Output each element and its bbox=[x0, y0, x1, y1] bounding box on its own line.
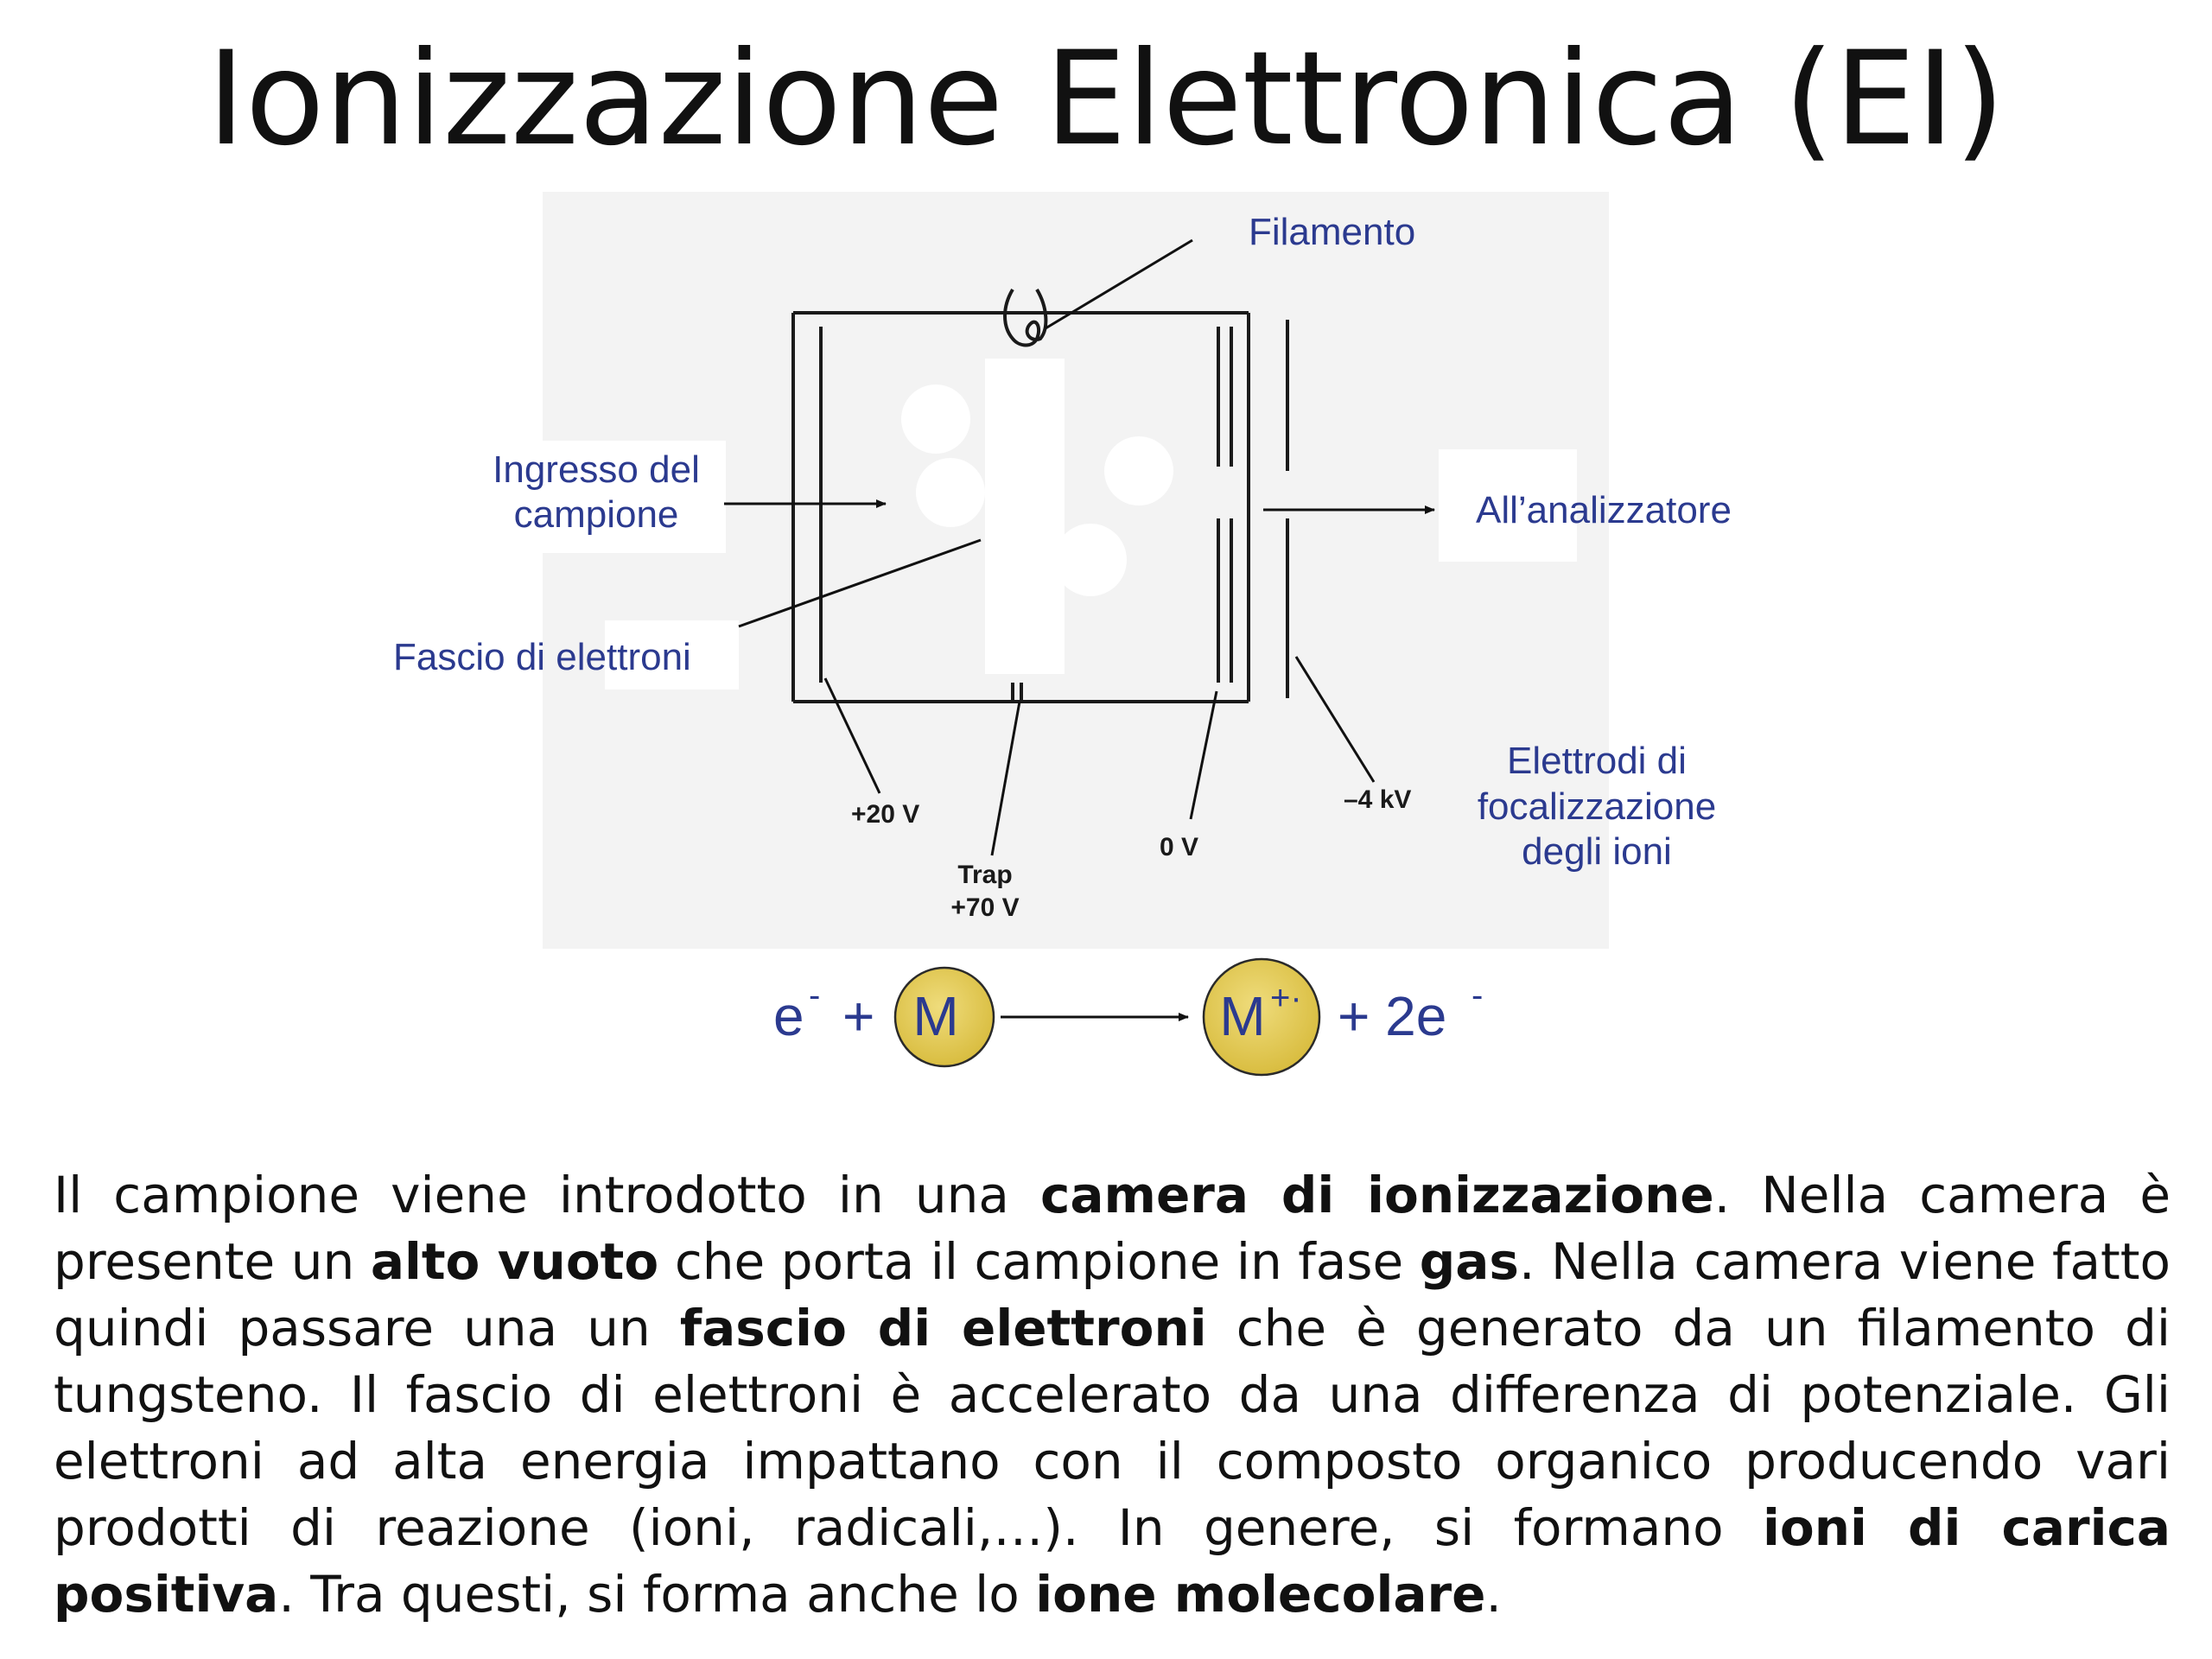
description-paragraph: Il campione viene introdotto in una came… bbox=[54, 1162, 2171, 1628]
products-electrons: + 2e bbox=[1338, 985, 1446, 1047]
ion-charge: +· bbox=[1270, 979, 1302, 1017]
label-bg-analyzer bbox=[1439, 449, 1577, 562]
text-segment: che è generato da un filamento di tungst… bbox=[54, 1299, 2171, 1557]
trap-electrode bbox=[1011, 683, 1023, 702]
bold-term-positive-ions: ioni di carica positiva bbox=[54, 1498, 2171, 1624]
filament-label: Filamento bbox=[1249, 211, 1415, 253]
ion-sphere bbox=[1202, 957, 1321, 1077]
leader-lines bbox=[738, 238, 1376, 856]
bold-term-ionization-chamber: camera di ionizzazione bbox=[1039, 1166, 1714, 1224]
bold-term-high-vacuum: alto vuoto bbox=[370, 1232, 659, 1291]
text-segment: . bbox=[1485, 1565, 1502, 1624]
filament-icon bbox=[1003, 288, 1048, 347]
ionization-equation: e - + M M +· + 2e - bbox=[773, 957, 1483, 1077]
sample-inlet-label-1: Ingresso del bbox=[493, 448, 700, 491]
molecule-sphere bbox=[893, 966, 995, 1068]
exit-plates bbox=[1217, 327, 1233, 683]
text-segment: . Nella camera viene fatto quindi passar… bbox=[54, 1232, 2171, 1357]
plus-sign: + bbox=[842, 985, 874, 1047]
bold-term-molecular-ion: ione molecolare bbox=[1035, 1565, 1486, 1624]
sample-molecules bbox=[901, 385, 1173, 596]
text-segment: Il campione viene introdotto in una bbox=[54, 1166, 1040, 1224]
bold-term-gas: gas bbox=[1419, 1232, 1519, 1291]
text-segment: . Nella camera è presente un bbox=[54, 1166, 2171, 1291]
trap-voltage-label: +70 V bbox=[950, 893, 1019, 922]
voltage-0-label: 0 V bbox=[1160, 833, 1198, 861]
slide-title: Ionizzazione Elettronica (EI) bbox=[207, 24, 2005, 175]
focus-electrodes-label-2: focalizzazione bbox=[1478, 785, 1716, 828]
molecule-symbol: M bbox=[912, 985, 958, 1047]
bold-term-electron-beam: fascio di elettroni bbox=[679, 1299, 1207, 1357]
trap-label: Trap bbox=[957, 861, 1012, 889]
electron-symbol: e bbox=[773, 985, 804, 1047]
label-bg-inlet bbox=[480, 441, 726, 553]
voltage-plus20-label: +20 V bbox=[851, 800, 919, 829]
sample-inlet-label-2: campione bbox=[514, 493, 679, 536]
electron-beam-label: Fascio di elettroni bbox=[393, 636, 691, 678]
focus-electrodes-label-3: degli ioni bbox=[1522, 830, 1672, 873]
electron-beam-column bbox=[985, 359, 1065, 674]
text-segment: che porta il campione in fase bbox=[658, 1232, 1420, 1291]
electron-charge: - bbox=[809, 976, 820, 1014]
analyzer-label: All’analizzatore bbox=[1476, 489, 1732, 531]
label-bg-beam bbox=[605, 620, 739, 690]
text-segment: . Tra questi, si forma anche lo bbox=[278, 1565, 1036, 1624]
focus-electrodes-label-1: Elettrodi di bbox=[1507, 740, 1687, 782]
ion-symbol: M bbox=[1219, 985, 1265, 1047]
voltage-minus4k-label: –4 kV bbox=[1344, 785, 1411, 814]
products-charge: - bbox=[1471, 976, 1483, 1014]
